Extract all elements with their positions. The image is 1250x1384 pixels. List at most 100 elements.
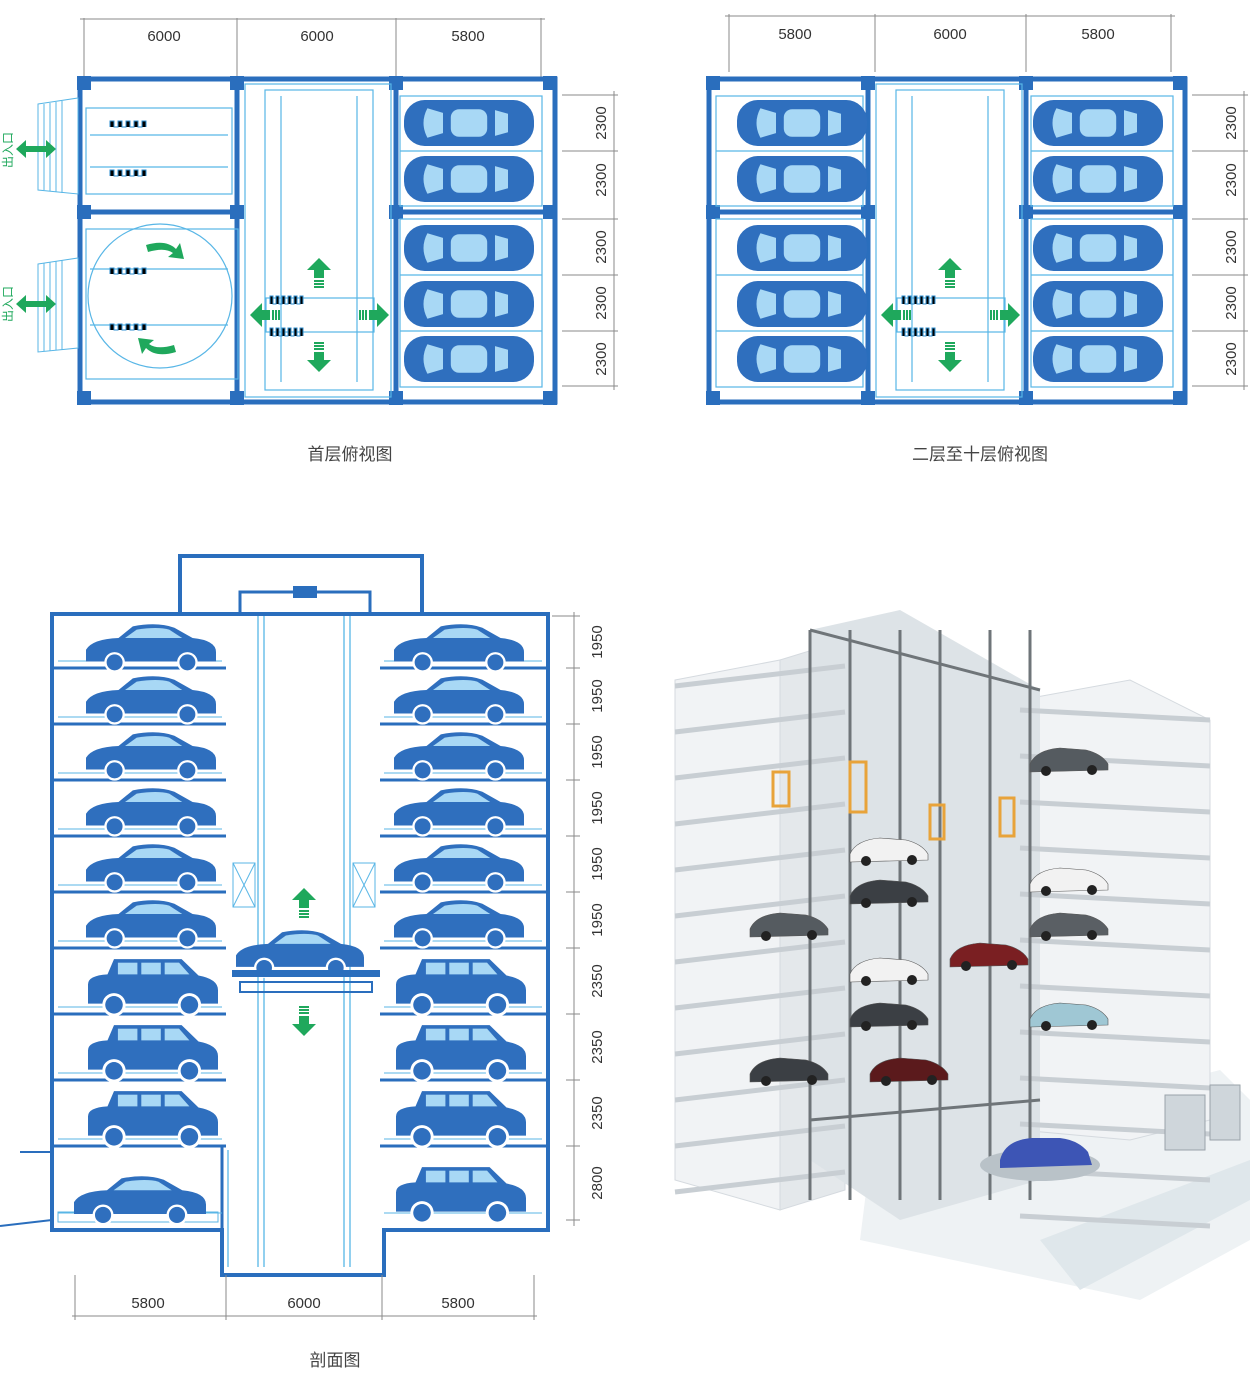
sedan-side-view bbox=[394, 844, 524, 893]
sedan-side-view bbox=[86, 624, 216, 673]
rendered-car bbox=[869, 1057, 949, 1086]
dim-right-7: 2350 bbox=[589, 964, 606, 997]
dim-right-5: 2300 bbox=[593, 342, 610, 375]
sedan-side-view bbox=[394, 900, 524, 949]
parked-car-top-view bbox=[737, 225, 867, 271]
parked-car-top-view bbox=[404, 156, 534, 202]
rendered-car bbox=[849, 879, 929, 908]
parked-car-top-view bbox=[404, 225, 534, 271]
direction-arrow-icon bbox=[359, 303, 389, 327]
parked-car-top-view bbox=[737, 156, 867, 202]
upper-floor-plan: 5800 6000 5800 2300 2300 2300 2300 2300 bbox=[640, 0, 1250, 430]
parked-car-top-view bbox=[737, 281, 867, 327]
dim-bottom-3: 5800 bbox=[441, 1295, 474, 1312]
parked-car-top-view bbox=[1033, 281, 1163, 327]
rendered-car bbox=[1029, 1002, 1109, 1031]
parked-car-top-view bbox=[404, 336, 534, 382]
sedan-side-view bbox=[74, 1176, 206, 1226]
ground-plan-caption: 首层俯视图 bbox=[307, 445, 393, 465]
suv-side-view bbox=[88, 1091, 218, 1149]
dim-right-4: 1950 bbox=[589, 791, 606, 824]
direction-arrow-icon bbox=[292, 888, 316, 918]
parked-car-top-view bbox=[737, 336, 867, 382]
ground-floor-plan: 6000 6000 5800 2300 2300 2300 2300 2300 bbox=[0, 0, 620, 430]
upper-floor-plan-drawing: 5800 6000 5800 2300 2300 2300 2300 2300 bbox=[706, 14, 1248, 405]
rendered-car bbox=[1029, 912, 1109, 941]
sedan-side-view bbox=[86, 900, 216, 949]
dim-bottom-1: 5800 bbox=[131, 1295, 164, 1312]
double-arrow-icon bbox=[16, 295, 56, 313]
dim-right-3: 2300 bbox=[1223, 230, 1240, 263]
dim-top-2: 6000 bbox=[300, 28, 333, 45]
sedan-side-view bbox=[86, 732, 216, 781]
rendered-car bbox=[749, 912, 829, 941]
dim-right-5: 2300 bbox=[1223, 342, 1240, 375]
suv-side-view bbox=[396, 1091, 526, 1149]
sedan-side-view bbox=[394, 624, 524, 673]
dim-right-4: 2300 bbox=[593, 286, 610, 319]
direction-arrow-icon bbox=[250, 303, 280, 327]
rendered-car bbox=[749, 1057, 829, 1086]
rendered-car bbox=[849, 837, 929, 866]
dim-top-3: 5800 bbox=[1081, 26, 1114, 43]
section-view: 1950 1950 1950 1950 1950 1950 2350 2350 2350 2800… bbox=[0, 540, 620, 1340]
direction-arrow-icon bbox=[307, 258, 331, 288]
section-caption: 剖面图 bbox=[309, 1351, 361, 1371]
dim-right-4: 2300 bbox=[1223, 286, 1240, 319]
direction-arrow-icon bbox=[292, 1006, 316, 1036]
direction-arrow-icon bbox=[990, 303, 1020, 327]
sedan-side-view bbox=[86, 844, 216, 893]
dim-right-10: 2800 bbox=[589, 1166, 606, 1199]
dim-right-6: 1950 bbox=[589, 903, 606, 936]
parked-car-top-view bbox=[404, 100, 534, 146]
rendered-car bbox=[1029, 867, 1109, 896]
dim-right-5: 1950 bbox=[589, 847, 606, 880]
rendered-car bbox=[849, 957, 929, 986]
dim-right-1: 2300 bbox=[593, 106, 610, 139]
direction-arrow-icon bbox=[881, 303, 911, 327]
sedan-side-view bbox=[86, 788, 216, 837]
suv-side-view bbox=[88, 1025, 218, 1083]
parked-car-top-view bbox=[1033, 225, 1163, 271]
dim-right-1: 2300 bbox=[1223, 106, 1240, 139]
3d-building-cutaway-illustration bbox=[674, 610, 1250, 1300]
rendered-car bbox=[1029, 747, 1109, 776]
suv-side-view bbox=[396, 1167, 526, 1225]
parked-car-top-view bbox=[1033, 336, 1163, 382]
rendered-car bbox=[949, 942, 1029, 971]
dim-right-8: 2350 bbox=[589, 1030, 606, 1063]
dim-right-9: 2350 bbox=[589, 1096, 606, 1129]
dim-right-3: 1950 bbox=[589, 735, 606, 768]
dim-top-1: 5800 bbox=[778, 26, 811, 43]
entrance-label-2: 出入口 bbox=[1, 286, 15, 322]
sedan-side-view bbox=[394, 676, 524, 725]
dim-right-1: 1950 bbox=[589, 625, 606, 658]
parked-car-top-view bbox=[404, 281, 534, 327]
suv-side-view bbox=[396, 1025, 526, 1083]
upper-plan-caption: 二层至十层俯视图 bbox=[912, 445, 1048, 465]
dim-right-2: 2300 bbox=[1223, 163, 1240, 196]
building-render bbox=[660, 600, 1250, 1300]
direction-arrow-icon bbox=[938, 342, 962, 372]
dim-top-2: 6000 bbox=[933, 26, 966, 43]
direction-arrow-icon bbox=[938, 258, 962, 288]
rendered-car bbox=[849, 1002, 929, 1031]
sedan-side-view bbox=[394, 788, 524, 837]
suv-side-view bbox=[396, 959, 526, 1017]
double-arrow-icon bbox=[16, 140, 56, 158]
parked-car-top-view bbox=[737, 100, 867, 146]
dim-right-3: 2300 bbox=[593, 230, 610, 263]
sedan-side-view bbox=[394, 732, 524, 781]
dim-bottom-2: 6000 bbox=[287, 1295, 320, 1312]
entrance-label-1: 出入口 bbox=[1, 132, 15, 168]
direction-arrow-icon bbox=[307, 342, 331, 372]
section-drawing: 1950 1950 1950 1950 1950 1950 2350 2350 2350 2800… bbox=[0, 554, 606, 1320]
dim-right-2: 2300 bbox=[593, 163, 610, 196]
parked-car-top-view bbox=[1033, 156, 1163, 202]
parked-car-top-view bbox=[1033, 100, 1163, 146]
dim-right-2: 1950 bbox=[589, 679, 606, 712]
dim-top-3: 5800 bbox=[451, 28, 484, 45]
sedan-side-view bbox=[86, 676, 216, 725]
ground-floor-plan-drawing: 6000 6000 5800 2300 2300 2300 2300 2300 bbox=[1, 18, 618, 405]
suv-side-view bbox=[88, 959, 218, 1017]
